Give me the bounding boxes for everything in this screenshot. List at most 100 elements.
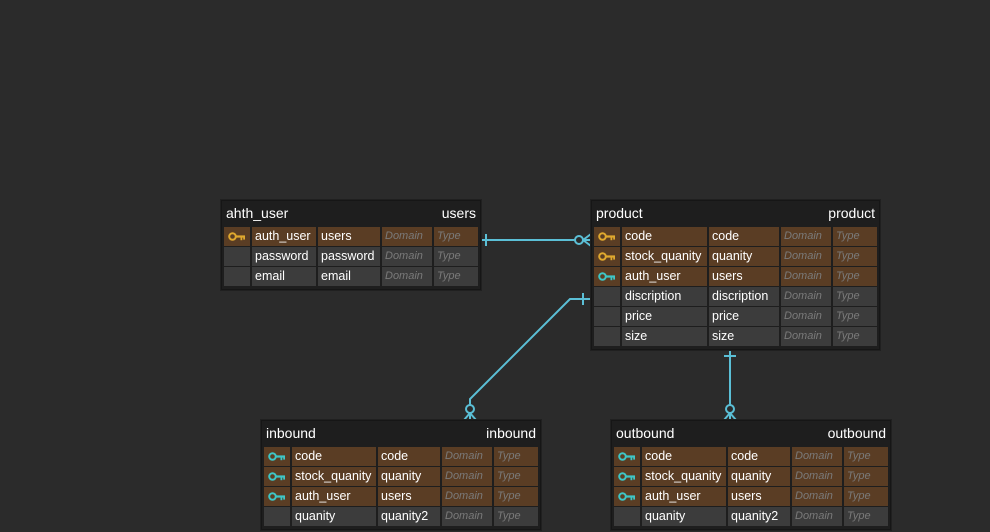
column-field[interactable]: quanity bbox=[378, 467, 440, 486]
column-field[interactable]: quanity2 bbox=[378, 507, 440, 526]
column-domain[interactable]: Domain bbox=[781, 287, 831, 306]
column-type[interactable]: Type bbox=[833, 247, 877, 266]
column-type[interactable]: Type bbox=[833, 307, 877, 326]
column-domain[interactable]: Domain bbox=[792, 467, 842, 486]
many-end-marker bbox=[582, 233, 592, 241]
column-name[interactable]: stock_quanity bbox=[292, 467, 376, 486]
column-type[interactable]: Type bbox=[844, 507, 888, 526]
column-domain[interactable]: Domain bbox=[781, 307, 831, 326]
column-name[interactable]: stock_quanity bbox=[622, 247, 707, 266]
column-type[interactable]: Type bbox=[494, 447, 538, 466]
column-domain[interactable]: Domain bbox=[781, 247, 831, 266]
column-field[interactable]: code bbox=[378, 447, 440, 466]
column-field[interactable]: quanity bbox=[709, 247, 779, 266]
column-type[interactable]: Type bbox=[494, 507, 538, 526]
column-field[interactable]: users bbox=[728, 487, 790, 506]
column-type[interactable]: Type bbox=[434, 227, 478, 246]
column-domain[interactable]: Domain bbox=[792, 487, 842, 506]
column-type[interactable]: Type bbox=[494, 487, 538, 506]
column-domain[interactable]: Domain bbox=[442, 447, 492, 466]
column-name[interactable]: code bbox=[292, 447, 376, 466]
column-type[interactable]: Type bbox=[434, 267, 478, 286]
column-domain[interactable]: Domain bbox=[442, 507, 492, 526]
primary-key-icon bbox=[598, 252, 615, 261]
column-name[interactable]: stock_quanity bbox=[642, 467, 726, 486]
column-domain[interactable]: Domain bbox=[382, 227, 432, 246]
column-name[interactable]: email bbox=[252, 267, 316, 286]
column-domain[interactable]: Domain bbox=[442, 467, 492, 486]
column-field[interactable]: code bbox=[728, 447, 790, 466]
column-name[interactable]: quanity bbox=[292, 507, 376, 526]
column-field[interactable]: code bbox=[709, 227, 779, 246]
key-cell bbox=[614, 487, 640, 506]
column-name[interactable]: code bbox=[622, 227, 707, 246]
column-field[interactable]: users bbox=[709, 267, 779, 286]
column-name[interactable]: price bbox=[622, 307, 707, 326]
column-type[interactable]: Type bbox=[833, 327, 877, 346]
column-field[interactable]: discription bbox=[709, 287, 779, 306]
column-domain[interactable]: Domain bbox=[442, 487, 492, 506]
column-type[interactable]: Type bbox=[494, 467, 538, 486]
column-name[interactable]: code bbox=[642, 447, 726, 466]
column-name[interactable]: auth_user bbox=[292, 487, 376, 506]
column-field[interactable]: price bbox=[709, 307, 779, 326]
column-field[interactable]: quanity2 bbox=[728, 507, 790, 526]
column-name[interactable]: size bbox=[622, 327, 707, 346]
column-field[interactable]: email bbox=[318, 267, 380, 286]
column-name[interactable]: password bbox=[252, 247, 316, 266]
column-field[interactable]: users bbox=[318, 227, 380, 246]
column-name[interactable]: auth_user bbox=[642, 487, 726, 506]
column-type[interactable]: Type bbox=[833, 227, 877, 246]
column-type[interactable]: Type bbox=[844, 447, 888, 466]
key-cell bbox=[614, 467, 640, 486]
column-name[interactable]: auth_user bbox=[622, 267, 707, 286]
column-domain[interactable]: Domain bbox=[382, 247, 432, 266]
column-domain[interactable]: Domain bbox=[792, 507, 842, 526]
column-field[interactable]: quanity bbox=[728, 467, 790, 486]
column-type[interactable]: Type bbox=[833, 287, 877, 306]
column-type[interactable]: Type bbox=[844, 487, 888, 506]
column-name[interactable]: auth_user bbox=[252, 227, 316, 246]
column-type[interactable]: Type bbox=[833, 267, 877, 286]
column-type[interactable]: Type bbox=[434, 247, 478, 266]
column-domain[interactable]: Domain bbox=[781, 327, 831, 346]
column-name[interactable]: quanity bbox=[642, 507, 726, 526]
column-field[interactable]: users bbox=[378, 487, 440, 506]
many-end-marker bbox=[463, 412, 471, 421]
column-domain[interactable]: Domain bbox=[792, 447, 842, 466]
column-field[interactable]: size bbox=[709, 327, 779, 346]
column-name[interactable]: discription bbox=[622, 287, 707, 306]
column-domain[interactable]: Domain bbox=[781, 227, 831, 246]
column-type[interactable]: Type bbox=[844, 467, 888, 486]
column-domain[interactable]: Domain bbox=[382, 267, 432, 286]
column-domain[interactable]: Domain bbox=[781, 267, 831, 286]
column-field[interactable]: password bbox=[318, 247, 380, 266]
